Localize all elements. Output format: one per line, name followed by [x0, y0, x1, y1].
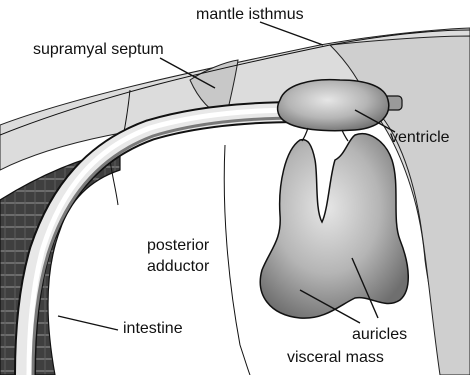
- auricle-connector-left: [302, 128, 308, 141]
- ventricle: [278, 80, 389, 131]
- leader-mantle-isthmus: [260, 22, 323, 45]
- label-supramyal-septum: supramyal septum: [33, 41, 164, 58]
- leader-intestine: [58, 316, 118, 330]
- auricles: [260, 134, 408, 318]
- label-visceral-mass: visceral mass: [287, 349, 384, 366]
- auricle-connector-right: [342, 130, 348, 141]
- label-adductor: adductor: [147, 258, 210, 275]
- label-intestine: intestine: [123, 320, 183, 337]
- label-auricles: auricles: [352, 326, 407, 343]
- label-posterior: posterior: [147, 237, 210, 254]
- visceral-boundary: [224, 145, 250, 375]
- label-mantle-isthmus: mantle isthmus: [196, 6, 304, 23]
- label-ventricle: ventricle: [390, 129, 450, 146]
